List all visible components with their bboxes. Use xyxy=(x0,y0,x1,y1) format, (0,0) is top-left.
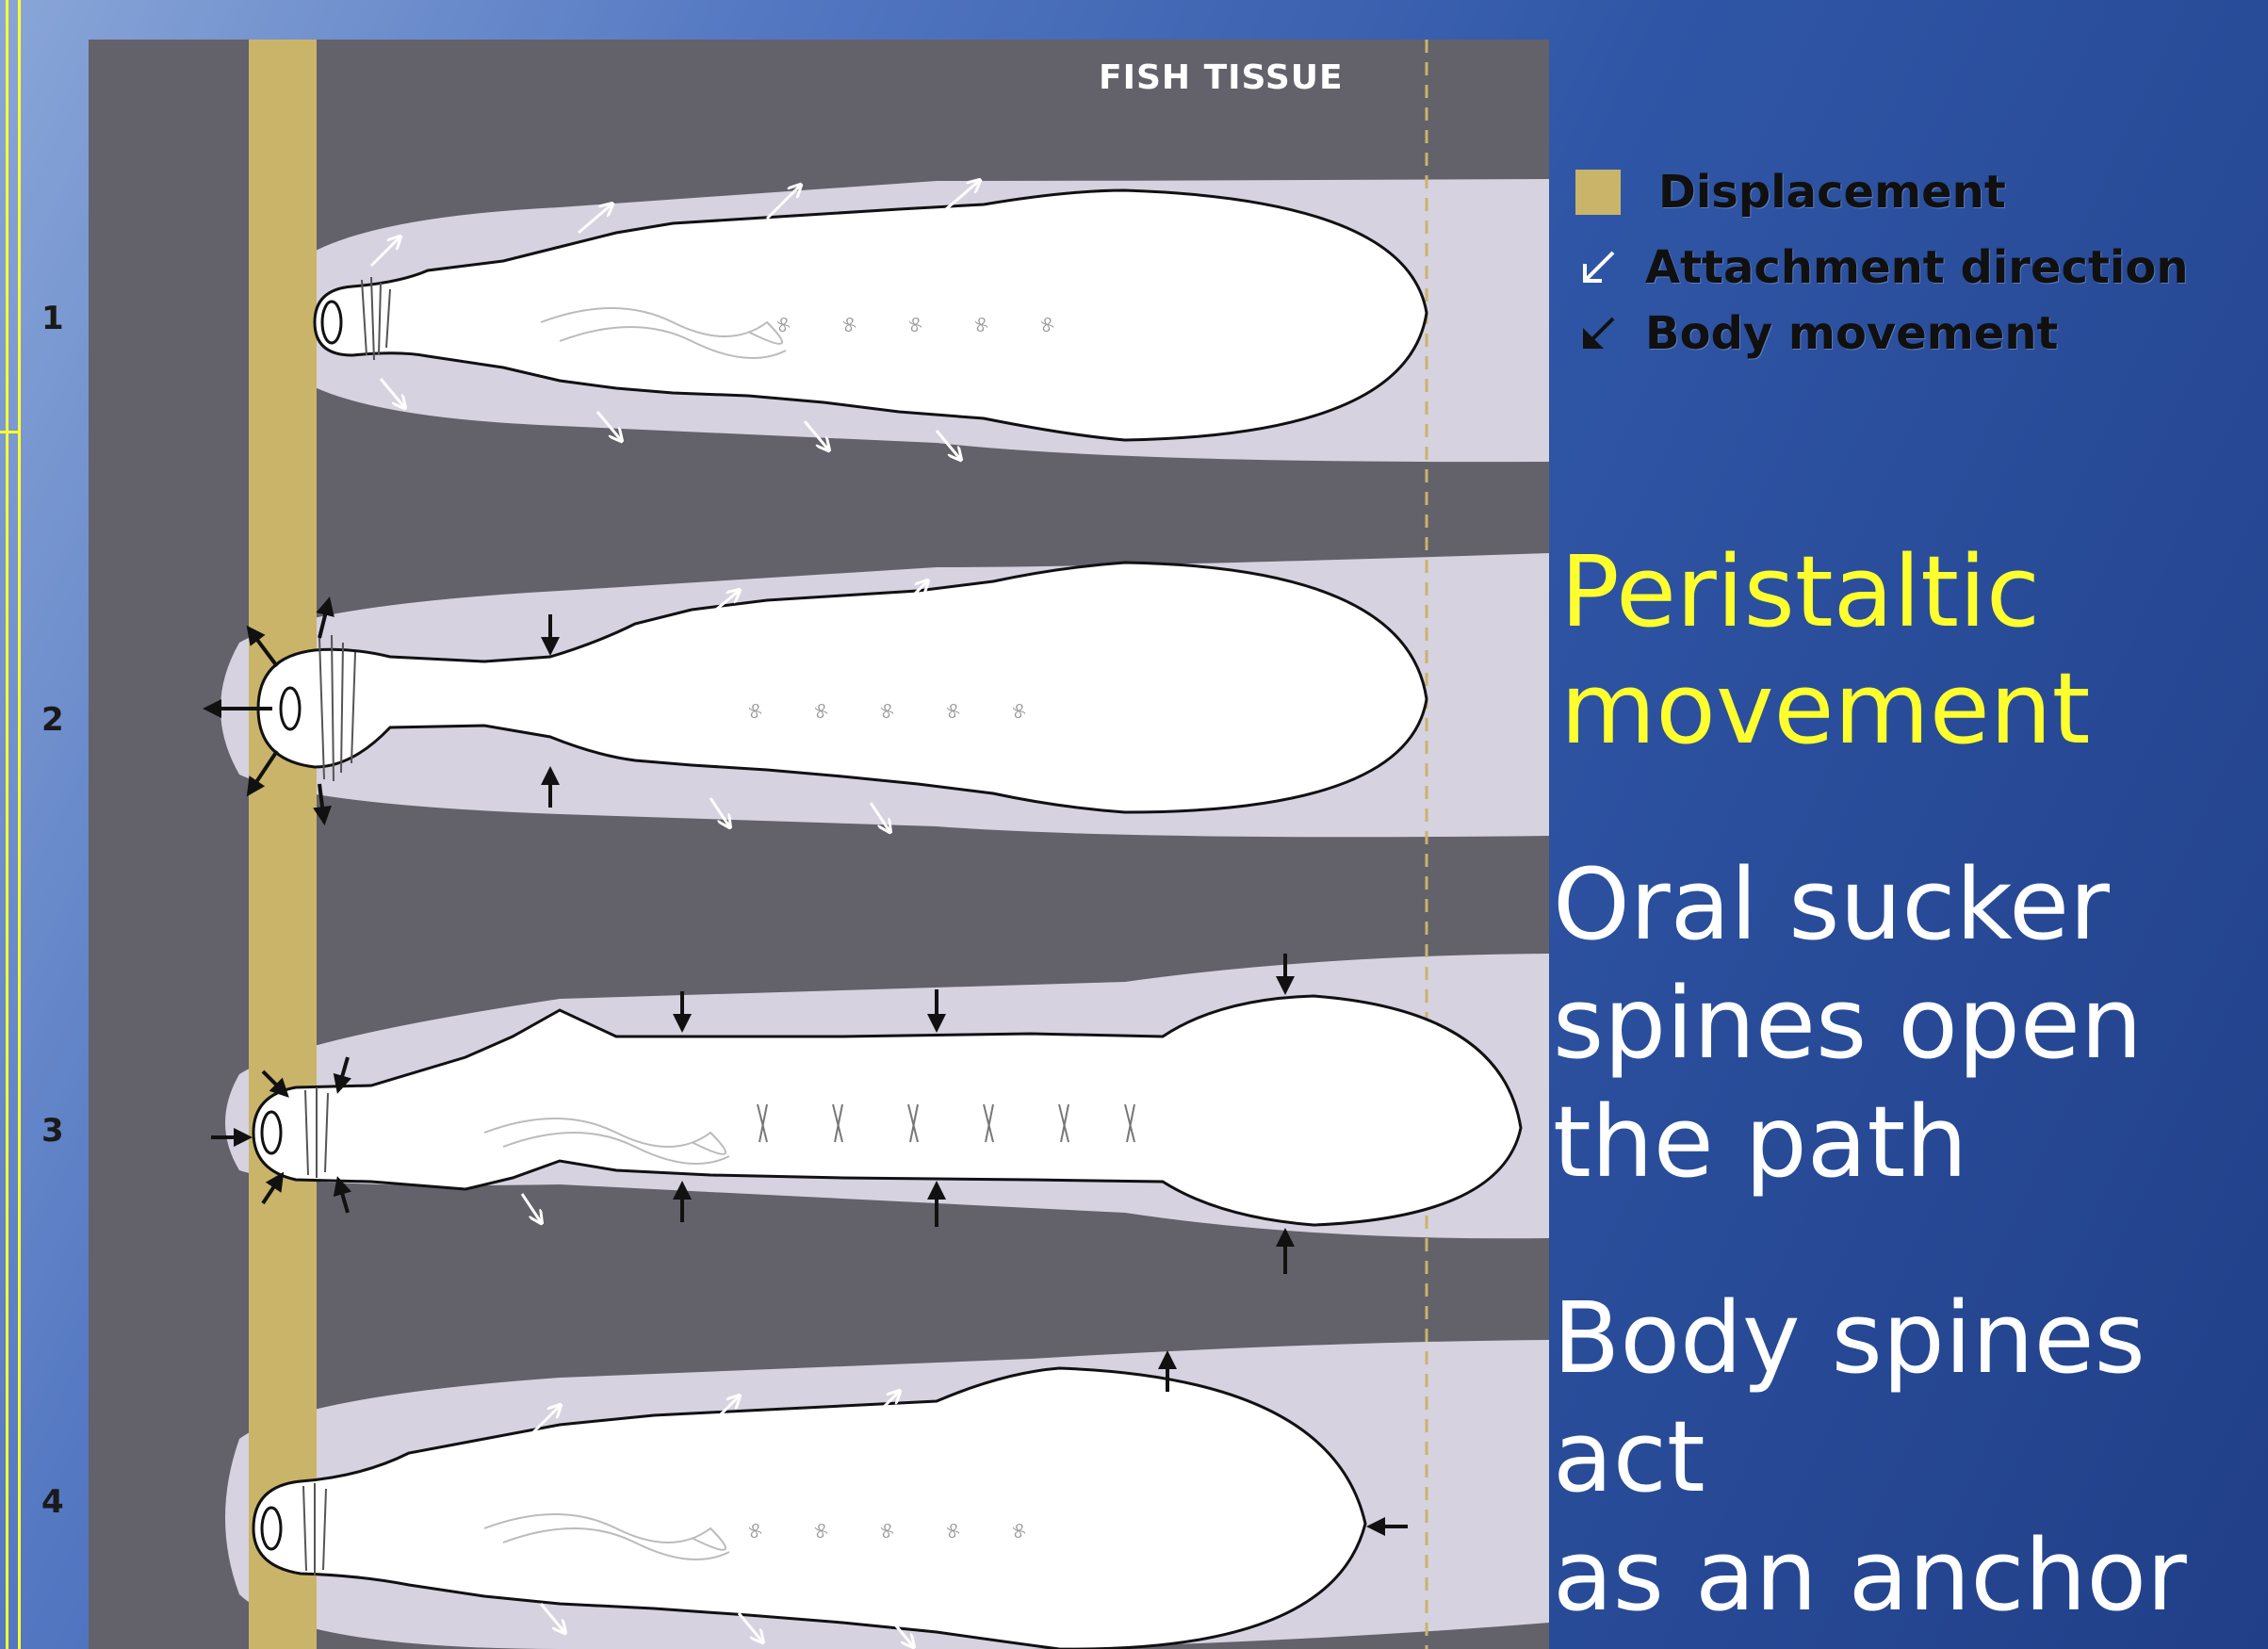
svg-text:୫: ୫ xyxy=(1012,1517,1026,1543)
svg-text:୫: ୫ xyxy=(748,697,762,724)
svg-text:୫: ୫ xyxy=(1040,311,1054,337)
svg-text:୫: ୫ xyxy=(814,1517,828,1543)
title-line-2: movement xyxy=(1560,650,2090,767)
svg-text:୫: ୫ xyxy=(908,311,922,337)
row-number-3: 3 xyxy=(41,1112,64,1150)
peristaltic-diagram: ୫ ୫ ୫ ୫ ୫ ୫ ୫ ୫ ୫ ୫ ୫ ୫ ୫ ୫ ୫ xyxy=(89,40,1549,1649)
fish-tissue-label: FISH TISSUE xyxy=(1099,58,1344,97)
oral-line-3: the path xyxy=(1553,1083,2143,1201)
displacement-band xyxy=(249,40,317,1649)
body-spines-text: Body spines act as an anchor xyxy=(1553,1279,2268,1635)
white-arrow-icon xyxy=(1575,245,1621,290)
title-line-1: Peristaltic xyxy=(1560,533,2090,650)
oral-line-2: spines open xyxy=(1553,964,2143,1083)
oral-line-1: Oral sucker xyxy=(1553,845,2143,964)
svg-text:୫: ୫ xyxy=(748,1517,762,1543)
oral-sucker-text: Oral sucker spines open the path xyxy=(1553,845,2143,1201)
slide-title: Peristaltic movement xyxy=(1560,533,2090,767)
legend-item-displacement: Displacement xyxy=(1575,166,2006,219)
displacement-swatch-icon xyxy=(1575,170,1621,215)
svg-text:୫: ୫ xyxy=(842,311,857,337)
svg-text:୫: ୫ xyxy=(974,311,988,337)
legend-label-attachment-direction: Attachment direction xyxy=(1645,241,2189,294)
svg-text:୫: ୫ xyxy=(880,1517,894,1543)
legend-item-body-movement: Body movement xyxy=(1575,307,2058,360)
black-arrow-icon xyxy=(1575,311,1621,356)
svg-text:୫: ୫ xyxy=(814,697,828,724)
svg-text:୫: ୫ xyxy=(946,1517,960,1543)
body-line-1: Body spines act xyxy=(1553,1279,2268,1516)
svg-text:୫: ୫ xyxy=(880,697,894,724)
svg-text:୫: ୫ xyxy=(946,697,960,724)
row-number-4: 4 xyxy=(41,1483,64,1521)
left-frame xyxy=(0,0,24,1649)
legend-label-body-movement: Body movement xyxy=(1645,307,2058,360)
legend-item-attachment-direction: Attachment direction xyxy=(1575,241,2189,294)
row-number-1: 1 xyxy=(41,300,64,337)
svg-text:୫: ୫ xyxy=(776,311,791,337)
svg-text:୫: ୫ xyxy=(1012,697,1026,724)
legend-label-displacement: Displacement xyxy=(1658,166,2006,219)
row-number-2: 2 xyxy=(41,701,64,739)
body-line-2: as an anchor xyxy=(1553,1516,2268,1635)
left-frame-top-box xyxy=(0,0,21,433)
